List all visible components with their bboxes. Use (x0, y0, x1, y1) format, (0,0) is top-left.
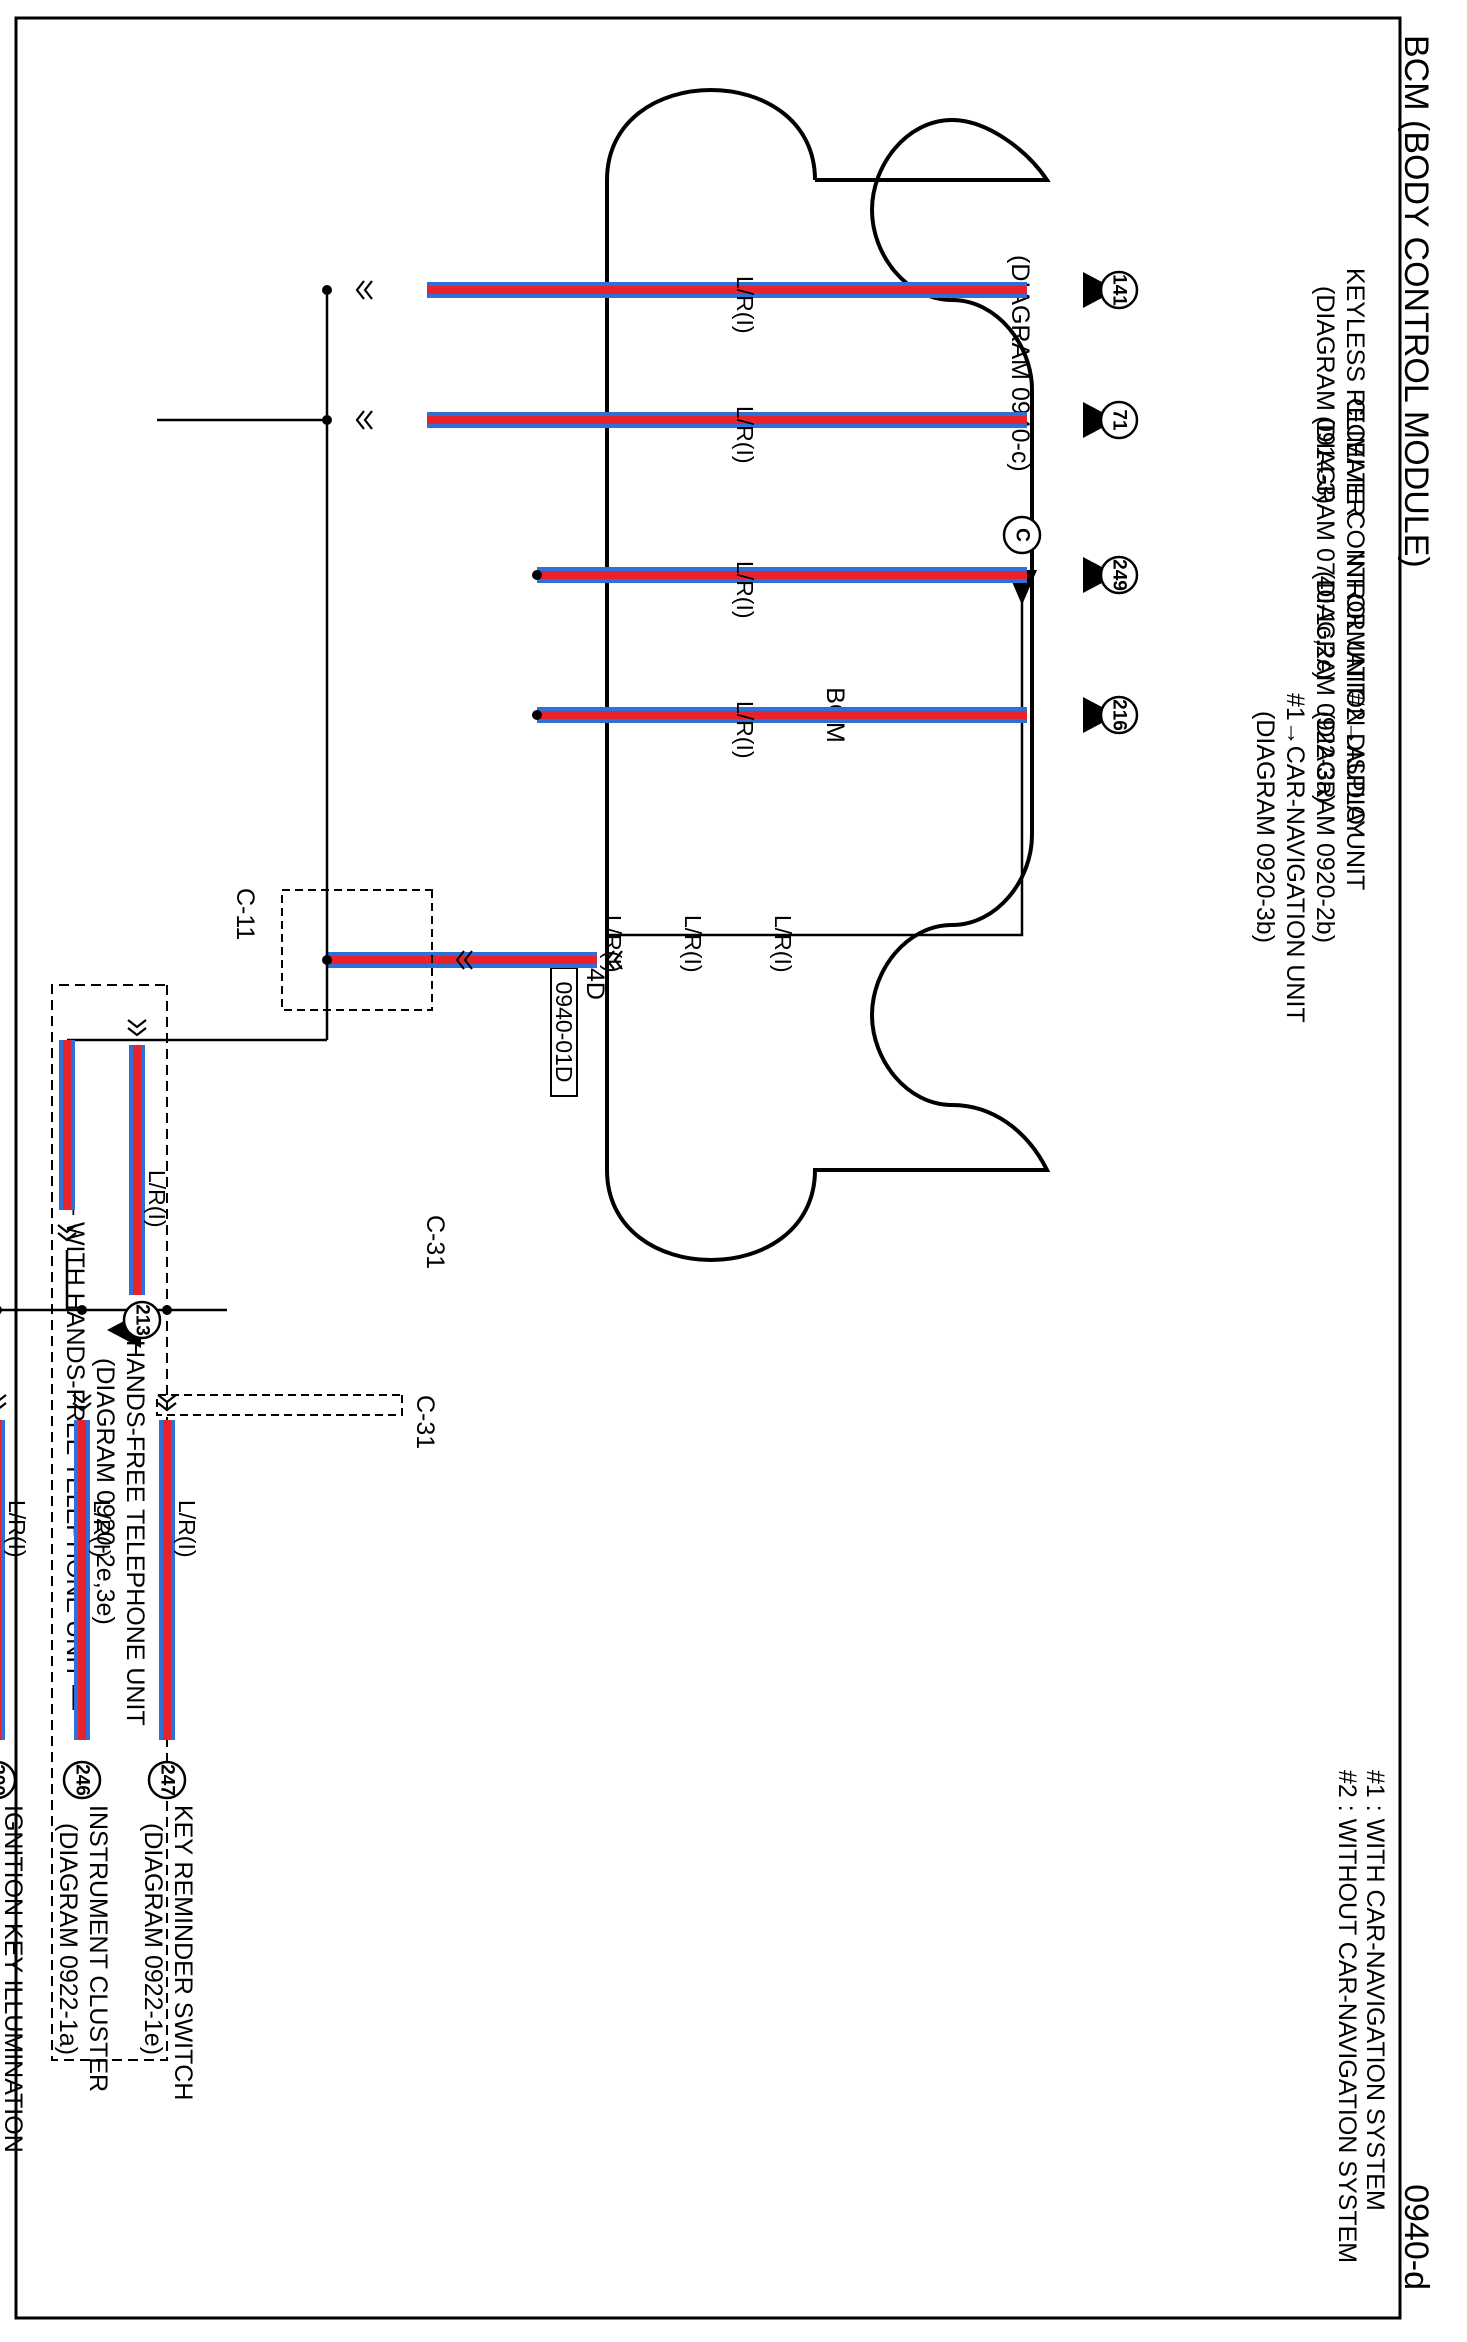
bcm-internal-wire (607, 570, 1024, 937)
device-circle-249: 249 (1099, 555, 1139, 595)
wire-label-bottom-200: L/R(I) (4, 1500, 30, 1558)
device-label-71: CLIMATE CONTROL UNIT(DIAGRAM 0740-1c,2c) (1311, 398, 1369, 698)
device-label-246: INSTRUMENT CLUSTER(DIAGRAM 0922-1a) (54, 1805, 112, 2092)
svg-text:KEYLESS RECEIVER: KEYLESS RECEIVER (1341, 268, 1369, 517)
svg-text:71: 71 (1109, 409, 1130, 431)
svg-text:249: 249 (1109, 559, 1130, 591)
svg-text:IGNITION KEY ILLUMINATION: IGNITION KEY ILLUMINATION (0, 1805, 27, 2153)
reference-circle-c: C (1002, 515, 1042, 555)
wire-label-trunk-1: L/R(I) (770, 915, 796, 973)
svg-text:(DIAGRAM 0922-1e): (DIAGRAM 0922-1e) (139, 1823, 167, 2055)
svg-text:#1→CAR-NAVIGATION UNIT: #1→CAR-NAVIGATION UNIT (1281, 693, 1309, 1023)
wire-label-top-216: L/R(I) (732, 701, 758, 759)
c31-bottom-shield (156, 1394, 403, 1416)
svg-text:(DIAGRAM 0922-1a): (DIAGRAM 0922-1a) (54, 1823, 82, 2055)
page-border (14, 16, 1402, 2320)
wire-label-top-141: L/R(I) (732, 276, 758, 334)
svg-text:246: 246 (72, 1764, 93, 1796)
c11-shield (281, 889, 433, 1011)
bcm-terminal: 4D (581, 968, 609, 1000)
junction-dot-trunk (322, 955, 332, 965)
svg-text:(DIAGRAM 0740-1c,2c): (DIAGRAM 0740-1c,2c) (1311, 416, 1339, 680)
bcm-connector-id: 0940-01D (551, 981, 577, 1082)
wire-label-top-71: L/R(I) (732, 406, 758, 464)
svg-text:213: 213 (132, 1304, 153, 1336)
c11-label: C-11 (231, 888, 259, 940)
device-circle-247: 247 (147, 1760, 187, 1800)
svg-text:(DIAGRAM 0920-2e,3e): (DIAGRAM 0920-2e,3e) (91, 1358, 119, 1625)
device-label-216: #2→AUDIO UNIT(DIAGRAM 0920-2b)#1→CAR-NAV… (1251, 693, 1369, 1023)
wire-label-hands-free: L/R(I) (144, 1170, 170, 1228)
junction-dot-top-1 (322, 285, 332, 295)
wire-label-bottom-246: L/R(I) (89, 1500, 115, 1558)
bcm-module-outline: BCM (605, 88, 1051, 1262)
svg-text:216: 216 (1109, 699, 1130, 731)
junction-dot-249 (532, 570, 542, 580)
c11-chevron-1 (355, 279, 374, 301)
junction-dot-216 (532, 710, 542, 720)
svg-text:HANDS-FREE TELEPHONE UNIT: HANDS-FREE TELEPHONE UNIT (121, 1340, 149, 1726)
wire-label-trunk-3: L/R(I) (600, 915, 626, 973)
c11-chevron-0 (355, 409, 374, 431)
device-label-213: HANDS-FREE TELEPHONE UNIT(DIAGRAM 0920-2… (91, 1340, 149, 1726)
svg-text:INFORMATION DISPLAY: INFORMATION DISPLAY (1341, 553, 1369, 837)
svg-text:CLIMATE CONTROL UNIT: CLIMATE CONTROL UNIT (1341, 398, 1369, 698)
device-label-249: INFORMATION DISPLAY(DIAGRAM 0922-3a) (1311, 553, 1369, 837)
junction-dot-bottom-200 (0, 1305, 2, 1315)
junction-dot-bottom-247 (162, 1305, 172, 1315)
svg-text:(DIAGRAM 0922-3a): (DIAGRAM 0922-3a) (1311, 571, 1339, 803)
wire-label-bottom-247: L/R(I) (174, 1500, 200, 1558)
device-circle-216: 216 (1099, 695, 1139, 735)
device-circle-141: 141 (1099, 270, 1139, 310)
device-circle-246: 246 (62, 1760, 102, 1800)
svg-text:(DIAGRAM 0920-3b): (DIAGRAM 0920-3b) (1251, 711, 1279, 943)
page-code: 0940-d (1397, 2184, 1435, 2290)
junction-dot-top-0 (322, 415, 332, 425)
svg-text:#2→AUDIO UNIT: #2→AUDIO UNIT (1341, 693, 1369, 890)
device-label-200: IGNITION KEY ILLUMINATION(DIAGRAM 0918-9… (0, 1805, 27, 2153)
device-circle-71: 71 (1099, 400, 1139, 440)
svg-text:247: 247 (157, 1764, 178, 1796)
wire-label-top-249: L/R(I) (732, 561, 758, 619)
device-circle-200: 200 (0, 1760, 17, 1800)
svg-text:C: C (1012, 528, 1033, 542)
hands-free-chevron (126, 1018, 148, 1037)
junction-dot-bottom-246 (77, 1305, 87, 1315)
note-with-navigation: #1 : WITH CAR-NAVIGATION SYSTEM (1361, 1770, 1389, 2211)
device-label-141: KEYLESS RECEIVER(DIAGRAM 0914-3) (1311, 268, 1369, 517)
svg-text:200: 200 (0, 1764, 8, 1796)
svg-text:(DIAGRAM 0914-3): (DIAGRAM 0914-3) (1311, 286, 1339, 504)
c31-bottom-label: C-31 (411, 1395, 439, 1449)
svg-text:141: 141 (1109, 274, 1130, 306)
c31-top-label: C-31 (421, 1215, 449, 1269)
c31-bottom-chevron-200 (0, 1393, 8, 1412)
wire-label-trunk-2: L/R(I) (680, 915, 706, 973)
device-circle-213: 213 (122, 1300, 162, 1340)
svg-text:KEY REMINDER SWITCH: KEY REMINDER SWITCH (169, 1805, 197, 2100)
diagram-title: BCM (BODY CONTROL MODULE) (1397, 35, 1435, 568)
svg-text:(DIAGRAM 0920-2b): (DIAGRAM 0920-2b) (1311, 711, 1339, 943)
device-label-247: KEY REMINDER SWITCH(DIAGRAM 0922-1e) (139, 1805, 197, 2100)
svg-text:INSTRUMENT CLUSTER: INSTRUMENT CLUSTER (84, 1805, 112, 2092)
note-without-navigation: #2 : WITHOUT CAR-NAVIGATION SYSTEM (1333, 1770, 1361, 2263)
